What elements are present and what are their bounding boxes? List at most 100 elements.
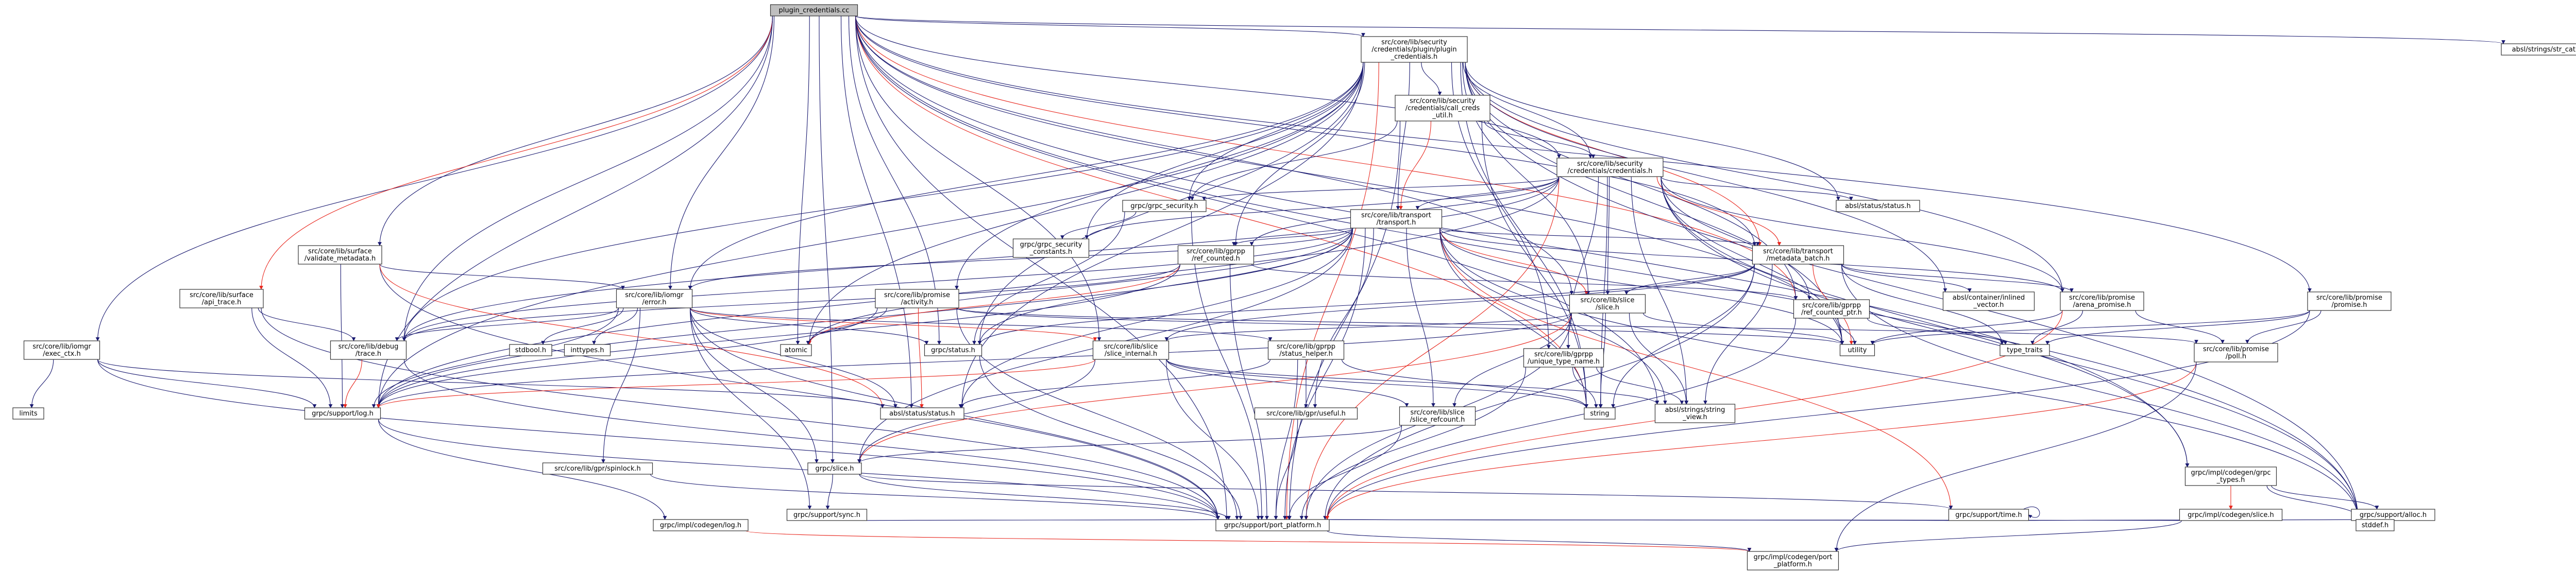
- edge-root-to-grpc-status: [848, 15, 941, 345]
- node-label-line: _types.h: [2216, 476, 2245, 484]
- edge-metadata-batch-to-inlined-vector: [1841, 264, 1972, 292]
- node-type-traits[interactable]: type_traits: [1999, 344, 2050, 356]
- node-activity-h[interactable]: src/core/lib/promise/activity.h: [875, 289, 959, 308]
- node-ref-counted-ptr[interactable]: src/core/lib/gprpp/ref_counted_ptr.h: [1793, 299, 1870, 319]
- node-box: [1752, 245, 1844, 265]
- node-codegen-slice[interactable]: grpc/impl/codegen/slice.h: [2179, 509, 2283, 521]
- edge-unique-type-name-to-port-platform: [1299, 367, 1527, 520]
- edge-plugin-h-to-inlined-vector: [1465, 62, 1947, 292]
- node-spinlock[interactable]: src/core/lib/gpr/spinlock.h: [542, 462, 653, 475]
- edge-api-trace-to-debug-trace: [258, 307, 356, 341]
- node-string[interactable]: string: [1584, 407, 1616, 420]
- node-support-time[interactable]: grpc/support/time.h: [1948, 509, 2029, 521]
- edge-root-to-plugin-h: [855, 15, 1365, 37]
- node-box: [1215, 519, 1330, 531]
- node-iomgr-error[interactable]: src/core/lib/iomgr/error.h: [616, 289, 693, 308]
- node-status-h[interactable]: absl/status/status.h: [1836, 200, 1920, 212]
- node-promise-h[interactable]: src/core/lib/promise/promise.h: [2307, 291, 2392, 311]
- node-limits[interactable]: limits: [12, 407, 44, 420]
- node-gpr-log[interactable]: grpc/support/log.h: [304, 407, 381, 420]
- node-call-creds-util[interactable]: src/core/lib/security/credentials/call_c…: [1395, 95, 1490, 122]
- node-status-helper[interactable]: src/core/lib/gprpp/status_helper.h: [1267, 340, 1345, 360]
- node-codegen-port-platform[interactable]: grpc/impl/codegen/port_platform.h: [1747, 551, 1839, 570]
- node-arena-promise[interactable]: src/core/lib/promise/arena_promise.h: [2060, 291, 2144, 311]
- edge-credentials-h-to-grpc-security: [1202, 176, 1560, 201]
- edge-root-to-iomgr-error: [668, 15, 775, 290]
- edge-grpc-status-to-port-platform: [979, 355, 1243, 520]
- edge-ref-counted-h-to-port-platform: [1229, 264, 1269, 520]
- node-port-platform[interactable]: grpc/support/port_platform.h: [1215, 519, 1330, 531]
- node-absl-status[interactable]: absl/status/status.h: [880, 407, 964, 420]
- node-grpc-security[interactable]: grpc/grpc_security.h: [1122, 200, 1207, 212]
- node-exec-ctx[interactable]: src/core/lib/iomgr/exec_ctx.h: [23, 340, 100, 360]
- edge-credentials-h-to-unique-type-name: [1566, 176, 1599, 349]
- node-box: [1361, 36, 1468, 63]
- node-box: [807, 462, 862, 475]
- node-box: [616, 289, 693, 308]
- node-box: [564, 344, 611, 356]
- edge-ref-counted-ptr-to-port-platform: [1325, 318, 1797, 520]
- node-poll-h[interactable]: src/core/lib/promise/poll.h: [2194, 343, 2278, 362]
- node-ref-counted-h[interactable]: src/core/lib/gprpp/ref_counted.h: [1177, 245, 1255, 265]
- edge-transport-h-to-port-platform: [1283, 228, 1366, 520]
- node-metadata-batch[interactable]: src/core/lib/transport/metadata_batch.h: [1752, 245, 1844, 265]
- node-string-view[interactable]: absl/strings/string_view.h: [1654, 404, 1736, 423]
- edge-port-platform-to-codegen-port-platform: [1327, 530, 1752, 552]
- edge-root-to-slice-internal: [855, 15, 1101, 341]
- node-box: [880, 407, 964, 420]
- edge-metadata-batch-to-port-platform: [1323, 264, 1755, 520]
- node-support-sync[interactable]: grpc/support/sync.h: [786, 509, 868, 521]
- node-label-line: grpc/support/time.h: [1955, 511, 2022, 519]
- node-label-line: src/core/lib/iomgr: [32, 343, 91, 351]
- node-grpc-slice[interactable]: grpc/slice.h: [807, 462, 862, 475]
- edge-plugin-h-to-stddef: [1465, 62, 2360, 520]
- node-credentials-h[interactable]: src/core/lib/security/credentials/creden…: [1556, 158, 1664, 177]
- edge-activity-h-to-utility: [956, 307, 1844, 345]
- edge-promise-h-to-utility: [1870, 310, 2310, 345]
- node-plugin-h[interactable]: src/core/lib/security/credentials/plugin…: [1361, 36, 1468, 63]
- edge-slice-internal-to-grpc-slice: [857, 359, 1096, 463]
- node-api-trace[interactable]: src/core/lib/surface/api_trace.h: [179, 289, 264, 308]
- node-unique-type-name[interactable]: src/core/lib/gprpp/unique_type_name.h: [1523, 348, 1604, 368]
- node-label-line: /poll.h: [2226, 353, 2246, 360]
- node-label-line: /slice_refcount.h: [1410, 416, 1465, 424]
- edge-ref-counted-ptr-to-utility: [1837, 318, 1857, 345]
- node-grpc-types[interactable]: grpc/impl/codegen/grpc_types.h: [2184, 466, 2277, 486]
- node-debug-trace[interactable]: src/core/lib/debug/trace.h: [330, 340, 407, 360]
- node-slice-refcount[interactable]: src/core/lib/slice/slice_refcount.h: [1399, 406, 1476, 426]
- edge-iomgr-error-to-absl-status: [689, 307, 897, 408]
- node-box: [1948, 509, 2029, 521]
- node-label-line: stddef.h: [2362, 522, 2388, 529]
- node-stddef[interactable]: stddef.h: [2355, 519, 2395, 531]
- node-box: [179, 289, 264, 308]
- node-transport-h[interactable]: src/core/lib/transport/transport.h: [1350, 209, 1443, 229]
- edge-slice-h-to-grpc-slice: [857, 313, 1572, 463]
- node-codegen-log[interactable]: grpc/impl/codegen/log.h: [653, 519, 749, 531]
- node-inttypes[interactable]: inttypes.h: [564, 344, 611, 356]
- edge-validate-metadata-to-port-platform: [379, 264, 1220, 520]
- node-atomic[interactable]: atomic: [780, 344, 812, 356]
- node-slice-h[interactable]: src/core/lib/slice/slice.h: [1569, 294, 1646, 314]
- edge-plugin-h-to-grpc-security: [1187, 62, 1364, 201]
- node-validate-metadata[interactable]: src/core/lib/surface/validate_metadata.h: [298, 245, 382, 265]
- edge-arena-promise-to-poll-h: [2135, 310, 2225, 344]
- node-useful-h[interactable]: src/core/lib/gpr/useful.h: [1254, 407, 1358, 420]
- node-security-constants[interactable]: grpc/grpc_security_constants.h: [1012, 238, 1090, 258]
- edge-slice-internal-to-string-view: [1166, 359, 1659, 405]
- node-label-line: src/core/lib/slice: [1411, 409, 1465, 417]
- edge-plugin-h-to-status-h: [1465, 62, 1840, 201]
- node-label-line: src/core/lib/gprpp: [1187, 248, 1245, 255]
- node-support-alloc[interactable]: grpc/support/alloc.h: [2351, 509, 2435, 521]
- node-slice-internal[interactable]: src/core/lib/slice/slice_internal.h: [1092, 340, 1170, 360]
- node-label-line: src/core/lib/slice: [1104, 343, 1158, 351]
- edge-credentials-h-to-ref-counted-ptr: [1660, 176, 1811, 300]
- edge-call-creds-util-to-transport-h: [1399, 120, 1432, 210]
- node-label-line: src/core/lib/gprpp: [1277, 343, 1335, 351]
- node-box: [2060, 291, 2144, 311]
- node-inlined-vector[interactable]: absl/container/inlined_vector.h: [1942, 291, 2035, 311]
- node-grpc-status[interactable]: grpc/status.h: [924, 344, 982, 356]
- node-utility[interactable]: utility: [1839, 344, 1875, 356]
- node-str-cat[interactable]: absl/strings/str_cat.h: [2501, 43, 2576, 56]
- edge-credentials-h-to-debug-trace: [402, 176, 1560, 341]
- node-stdbool[interactable]: stdbool.h: [509, 344, 552, 356]
